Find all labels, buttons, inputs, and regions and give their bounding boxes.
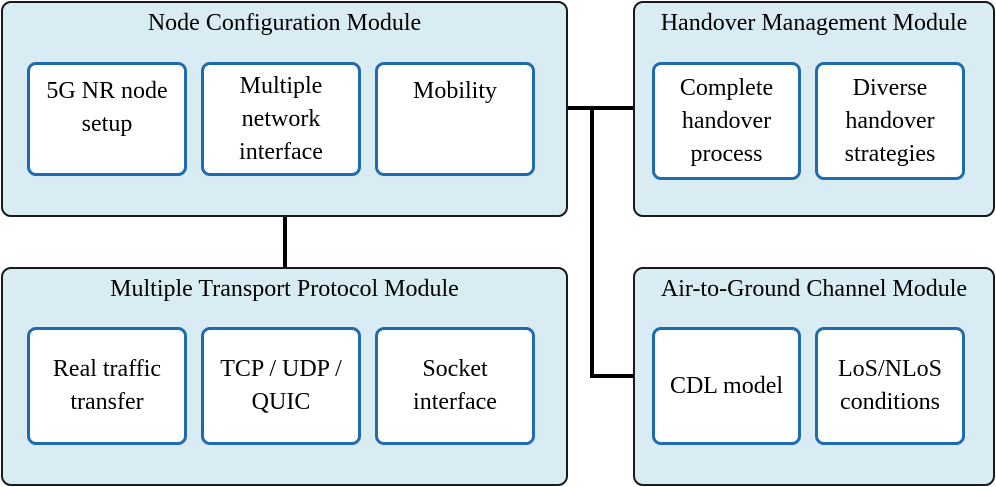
node-configuration-module: Node Configuration Module 5G NR node set… bbox=[1, 1, 568, 217]
connector-node-to-transport bbox=[283, 215, 287, 269]
connector-node-to-handover bbox=[566, 106, 636, 110]
handover-management-module-title: Handover Management Module bbox=[660, 10, 968, 36]
node-configuration-module-title: Node Configuration Module bbox=[147, 10, 422, 36]
connector-trunk-to-channel bbox=[590, 374, 636, 378]
los-nlos-conditions-box: LoS/NLoS conditions bbox=[815, 327, 965, 445]
multiple-transport-protocol-module-title: Multiple Transport Protocol Module bbox=[110, 276, 459, 302]
cdl-model-box: CDL model bbox=[652, 327, 801, 445]
tcp-udp-quic-box: TCP / UDP / QUIC bbox=[201, 327, 361, 445]
multiple-transport-protocol-module: Multiple Transport Protocol Module Real … bbox=[1, 267, 568, 486]
mobility-box: Mobility bbox=[375, 62, 535, 176]
diverse-handover-strategies-box: Diverse handover strategies bbox=[815, 62, 965, 180]
connector-trunk-vertical bbox=[590, 106, 594, 378]
complete-handover-process-box: Complete handover process bbox=[652, 62, 801, 180]
air-to-ground-channel-module-title: Air-to-Ground Channel Module bbox=[660, 276, 968, 302]
nr-node-setup-box: 5G NR node setup bbox=[27, 62, 187, 176]
real-traffic-transfer-box: Real traffic transfer bbox=[27, 327, 187, 445]
socket-interface-box: Socket interface bbox=[375, 327, 535, 445]
handover-management-module: Handover Management Module Complete hand… bbox=[633, 1, 995, 217]
air-to-ground-channel-module: Air-to-Ground Channel Module CDL model L… bbox=[633, 267, 995, 486]
multiple-network-interface-box: Multiple network interface bbox=[201, 62, 361, 176]
